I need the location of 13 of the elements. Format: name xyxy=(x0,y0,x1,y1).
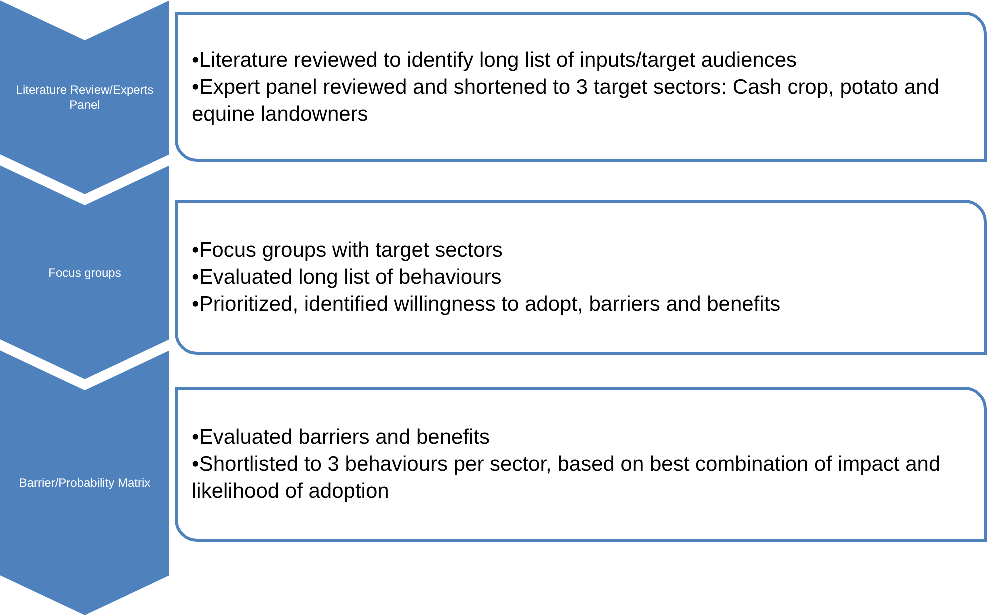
step-label: Literature Review/Experts Panel xyxy=(15,82,155,114)
bullet-text: •Expert panel reviewed and shortened to 3 target sectors: Cash crop, potato and equine landowners xyxy=(192,74,940,128)
bullet-text: •Literature reviewed to identify long list of inputs/target audiences xyxy=(192,48,798,74)
bullet-text: •Evaluated barriers and benefits xyxy=(192,425,492,451)
step-label: Barrier/Probability Matrix xyxy=(18,475,152,492)
text-panel xyxy=(175,200,987,355)
text-panel xyxy=(175,387,987,542)
bullet-text: •Evaluated long list of behaviours xyxy=(192,265,503,291)
step-label: Focus groups xyxy=(48,264,122,282)
bullet-text: •Focus groups with target sectors xyxy=(192,238,504,264)
bullet-text: •Shortlisted to 3 behaviours per sector, based on best combination of impact and likelihood of adoption xyxy=(192,452,942,505)
bullet-text: •Prioritized, identified willingness to adopt, barriers and benefits xyxy=(192,292,782,318)
text-panel xyxy=(175,12,987,162)
